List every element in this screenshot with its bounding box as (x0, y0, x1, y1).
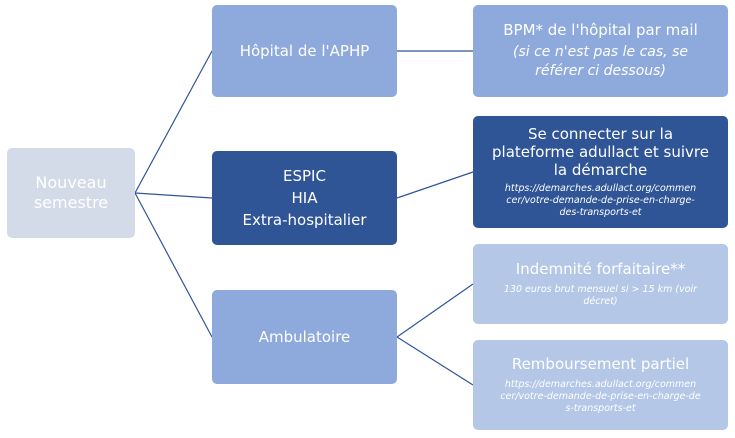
espic-line-2: HIA (291, 189, 318, 207)
node-remboursement-partiel: Remboursement partiel https://demarches.… (473, 340, 728, 430)
indemnite-title: Indemnité forfaitaire** (515, 260, 686, 278)
indemnite-note-line-1: 130 euros brut mensuel si > 15 km (voir (503, 284, 698, 295)
remboursement-url-line-3[interactable]: s-transports-et (565, 403, 636, 414)
connector-espic-adullact (396, 171, 474, 199)
bpm-note-line-2: référer ci dessous) (535, 63, 666, 79)
adullact-url-line-3[interactable]: des-transports-et (559, 207, 642, 218)
node-espic-hia-extra: ESPIC HIA Extra-hospitalier (212, 151, 397, 245)
connector-root-ambulatoire (134, 192, 213, 338)
remboursement-url-line-2[interactable]: cer/votre-demande-de-prise-en-charge-de (500, 391, 701, 402)
espic-line-3: Extra-hospitalier (242, 211, 367, 229)
node-hopital-aphp: Hôpital de l'APHP (212, 5, 397, 97)
connector-root-espic (134, 192, 213, 199)
node-plateforme-adullact: Se connecter sur la plateforme adullact … (473, 116, 728, 228)
root-line-2: semestre (33, 193, 109, 212)
connector-ambulatoire-indemnite (396, 283, 474, 338)
espic-line-1: ESPIC (283, 167, 326, 185)
connector-root-aphp (134, 50, 213, 194)
adullact-title-line-3: la démarche (553, 161, 648, 179)
root-line-1: Nouveau (35, 173, 107, 192)
node-bpm-mail: BPM* de l'hôpital par mail (si ce n'est … (473, 5, 728, 97)
remboursement-title: Remboursement partiel (511, 355, 690, 373)
adullact-title-line-2: plateforme adullact et suivre (492, 143, 709, 161)
ambulatoire-label: Ambulatoire (258, 328, 351, 346)
aphp-label: Hôpital de l'APHP (239, 42, 370, 60)
remboursement-url-line-1[interactable]: https://demarches.adullact.org/commen (504, 379, 697, 390)
connector-ambulatoire-remboursement (396, 336, 474, 386)
node-indemnite-forfaitaire: Indemnité forfaitaire** 130 euros brut m… (473, 244, 728, 324)
indemnite-note-line-2: décret) (583, 296, 618, 307)
adullact-url-line-2[interactable]: cer/votre-demande-de-prise-en-charge- (506, 195, 695, 206)
bpm-note-line-1: (si ce n'est pas le cas, se (513, 44, 688, 60)
bpm-title: BPM* de l'hôpital par mail (503, 21, 698, 39)
adullact-title-line-1: Se connecter sur la (527, 125, 674, 143)
root-node-nouveau-semestre: Nouveau semestre (7, 148, 135, 238)
adullact-url-line-1[interactable]: https://demarches.adullact.org/commen (504, 183, 697, 194)
node-ambulatoire: Ambulatoire (212, 290, 397, 384)
